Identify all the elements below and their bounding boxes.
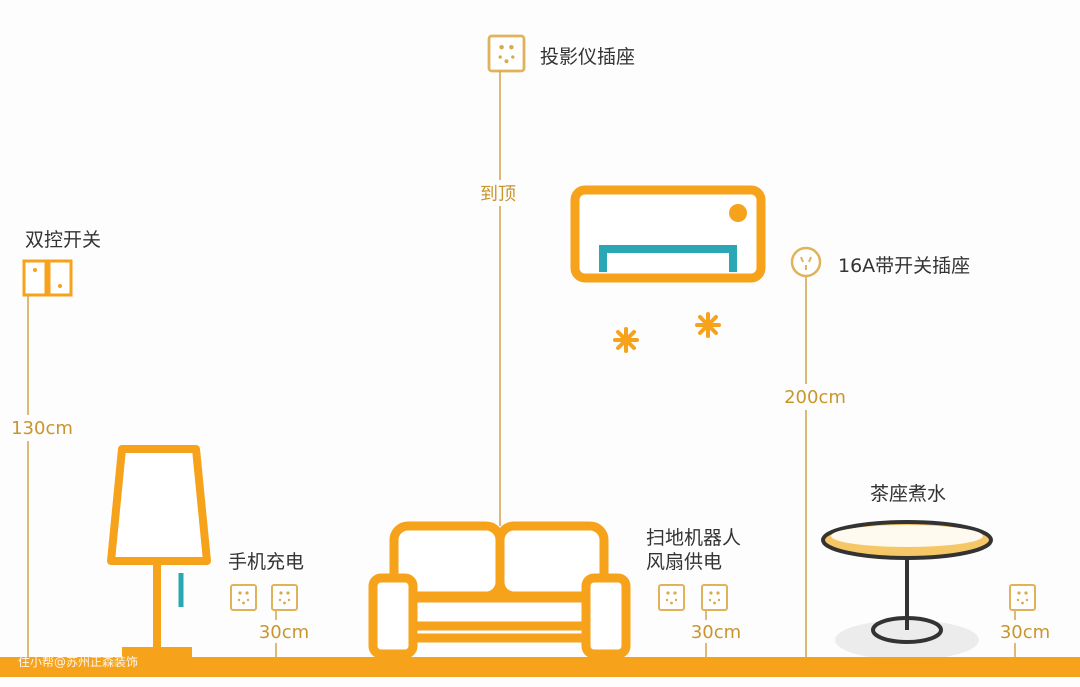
phone-charging-label: 手机充电 (228, 551, 304, 573)
robot-vacuum-label-line1: 扫地机器人 (646, 527, 741, 549)
phone-socket-height-text: 30cm (259, 622, 309, 643)
tea-socket-height-text: 30cm (1000, 622, 1050, 643)
socket-icon (230, 584, 257, 611)
projector-socket-label: 投影仪插座 (540, 46, 635, 68)
ac-socket-label: 16A带开关插座 (838, 255, 970, 277)
projector-socket-icon (487, 34, 526, 73)
snowflake-icon (695, 312, 721, 338)
socket-icon (701, 584, 728, 611)
socket-icon (271, 584, 298, 611)
robot-vacuum-label-line2: 风扇供电 (646, 551, 722, 573)
snowflake-icon (613, 327, 639, 353)
robot-socket-height-text: 30cm (691, 622, 741, 643)
tea-table-label: 茶座煮水 (870, 483, 946, 505)
16a-socket-icon (790, 246, 822, 278)
socket-icon (658, 584, 685, 611)
floor-lamp-icon (107, 445, 211, 659)
double-switch-label: 双控开关 (25, 229, 101, 251)
socket-icon (1009, 584, 1036, 611)
to-ceiling-text: 到顶 (480, 184, 516, 205)
watermark: 住小帮@苏州正森装饰 (18, 654, 138, 669)
ac-socket-height-text: 200cm (784, 387, 846, 408)
double-switch-icon (22, 259, 73, 297)
air-conditioner-icon (570, 185, 766, 283)
floor (0, 657, 1080, 677)
switch-height-text: 130cm (11, 418, 73, 439)
tea-table-icon (821, 520, 993, 660)
sofa-icon (368, 521, 631, 659)
